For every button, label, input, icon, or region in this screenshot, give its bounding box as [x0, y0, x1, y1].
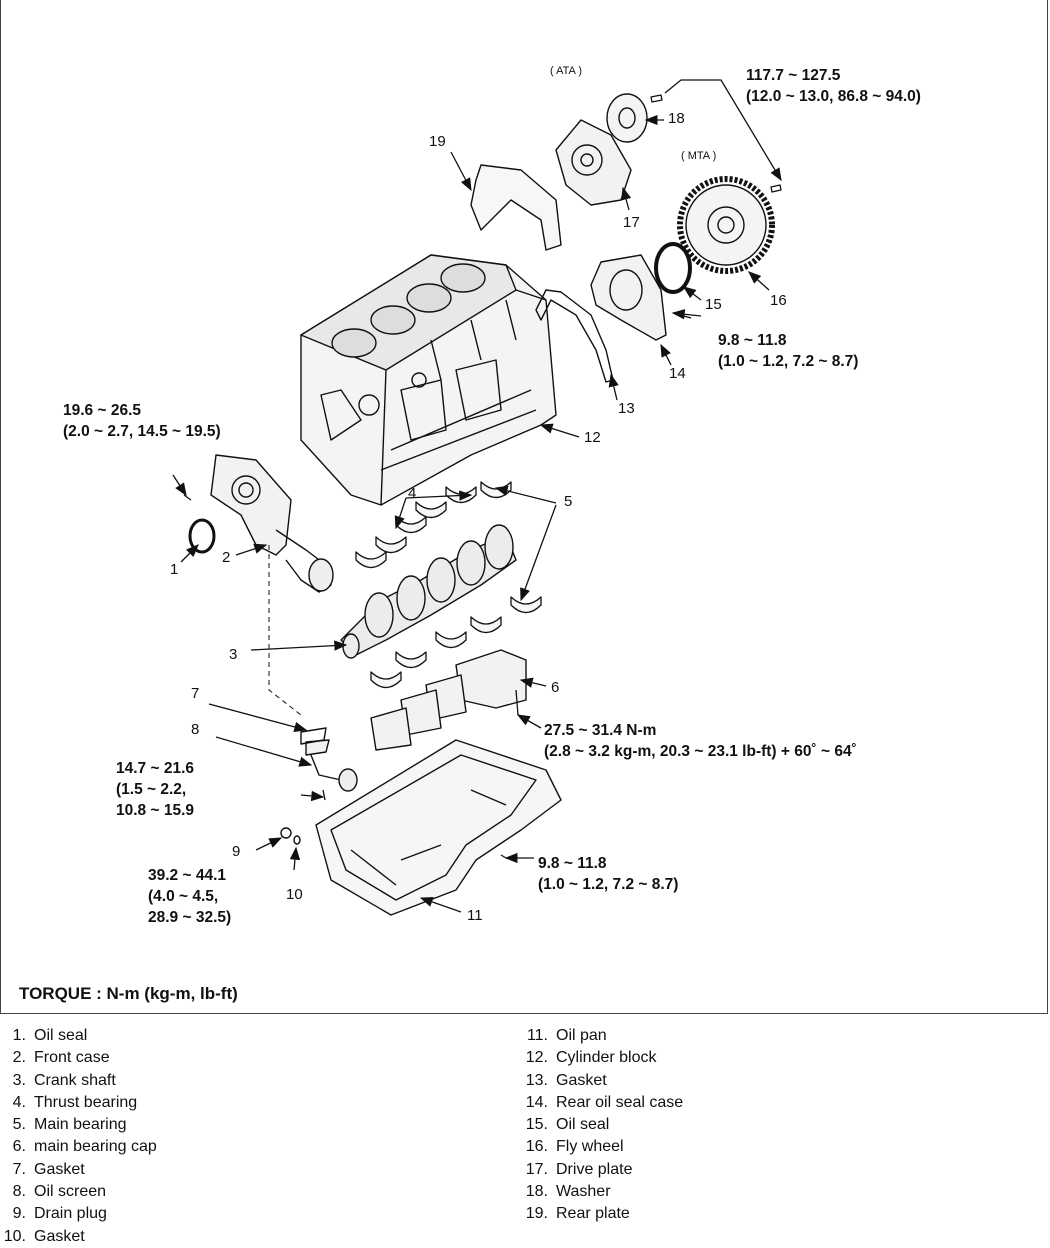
callout-8: 8	[191, 721, 200, 738]
oil-screen-drawing	[305, 739, 358, 792]
legend-item: 7.Gasket	[12, 1160, 85, 1178]
front-case-drawing	[210, 454, 334, 593]
callout-12: 12	[584, 429, 601, 446]
callout-6: 6	[551, 679, 560, 696]
parts-legend-left: 1.Oil seal 2.Front case 3.Crank shaft 4.…	[0, 1025, 157, 1248]
crankshaft-drawing	[340, 524, 517, 659]
torque-oil-screen: 14.7 ~ 21.6 (1.5 ~ 2.2, 10.8 ~ 15.9	[116, 760, 194, 819]
legend-item: 2.Front case	[12, 1049, 110, 1067]
torque-unit-caption: TORQUE : N-m (kg-m, lb-ft)	[19, 984, 238, 1003]
legend-item: 11.Oil pan	[526, 1027, 607, 1044]
torque-front-case: 19.6 ~ 26.5 (2.0 ~ 2.7, 14.5 ~ 19.5)	[63, 402, 221, 440]
callout-11: 11	[467, 907, 483, 924]
ata-label: ( ATA )	[550, 65, 582, 77]
torque-flywheel: 117.7 ~ 127.5 (12.0 ~ 13.0, 86.8 ~ 94.0)	[746, 67, 921, 105]
callout-15: 15	[705, 296, 722, 313]
callout-3: 3	[229, 646, 238, 663]
legend-item: 18.Washer	[525, 1183, 611, 1201]
oil-pan-drawing	[315, 739, 562, 916]
legend-item: 9.Drain plug	[12, 1205, 107, 1223]
exploded-diagram: ( ATA ) ( MTA ) 1 2 3 4 5 6 7 8 9 10 11 …	[0, 0, 1048, 1014]
torque-rear-oil-seal-case: 9.8 ~ 11.8 (1.0 ~ 1.2, 7.2 ~ 8.7)	[718, 332, 859, 370]
mta-label: ( MTA )	[681, 150, 717, 162]
legend-item: 8.Oil screen	[12, 1183, 107, 1201]
rear-plate-drawing	[470, 164, 562, 251]
washer-drawing	[606, 93, 648, 143]
callout-19: 19	[429, 133, 446, 150]
drive-plate-drawing	[555, 119, 632, 206]
legend-item: 10.Gasket	[3, 1227, 85, 1245]
oil-seal-front-drawing	[188, 518, 216, 554]
callout-9: 9	[232, 843, 241, 860]
main-bearing-caps-drawing	[370, 649, 527, 751]
cylinder-block-drawing	[300, 254, 557, 506]
diagram-drawing	[172, 79, 782, 916]
callout-17: 17	[623, 214, 640, 231]
legend-item: 13.Gasket	[525, 1071, 607, 1089]
parts-legend-right: 11.Oil pan 12.Cylinder block 13.Gasket 1…	[522, 1025, 683, 1226]
callout-4: 4	[408, 485, 417, 502]
legend-item: 15.Oil seal	[525, 1116, 610, 1134]
torque-main-bearing-cap: 27.5 ~ 31.4 N-m (2.8 ~ 3.2 kg-m, 20.3 ~ …	[544, 722, 857, 760]
legend-item: 1.Oil seal	[12, 1027, 88, 1044]
legend-item: 12.Cylinder block	[525, 1049, 657, 1067]
oil-seal-rear-drawing	[654, 242, 692, 294]
callout-14: 14	[669, 365, 686, 382]
legend-item: 19.Rear plate	[525, 1205, 630, 1223]
callout-10: 10	[286, 886, 303, 903]
rear-oil-seal-case-drawing	[590, 254, 667, 341]
drain-gasket-drawing	[293, 835, 301, 845]
drain-plug-drawing	[280, 827, 292, 839]
gasket-oil-screen-drawing	[300, 727, 327, 745]
torque-oil-pan: 9.8 ~ 11.8 (1.0 ~ 1.2, 7.2 ~ 8.7)	[538, 855, 679, 893]
callout-18: 18	[668, 110, 685, 127]
legend-item: 14.Rear oil seal case	[525, 1093, 684, 1111]
callout-16: 16	[770, 292, 787, 309]
legend-item: 17.Drive plate	[525, 1160, 633, 1178]
legend-item: 6.main bearing cap	[12, 1138, 157, 1156]
flywheel-drawing	[677, 176, 775, 274]
legend-item: 5.Main bearing	[12, 1116, 127, 1134]
callout-7: 7	[191, 685, 200, 702]
callout-2: 2	[222, 549, 231, 566]
callout-13: 13	[618, 400, 635, 417]
rear-gasket-drawing	[535, 289, 614, 383]
callout-5: 5	[564, 493, 573, 510]
torque-drain-plug: 39.2 ~ 44.1 (4.0 ~ 4.5, 28.9 ~ 32.5)	[148, 867, 232, 926]
legend-item: 4.Thrust bearing	[12, 1093, 138, 1111]
legend-item: 3.Crank shaft	[12, 1071, 116, 1089]
callout-1: 1	[170, 561, 179, 578]
legend-item: 16.Fly wheel	[525, 1138, 624, 1156]
